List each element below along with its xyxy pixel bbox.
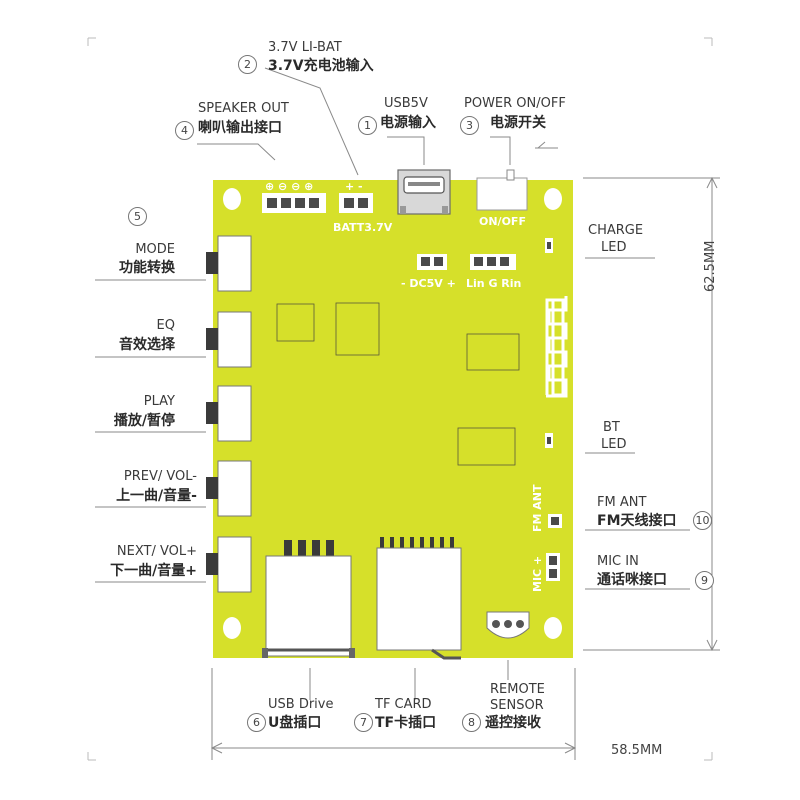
tf-card-slot <box>376 537 462 660</box>
line-in-header <box>470 254 516 270</box>
usb5v-label-cn: 电源输入 <box>380 115 436 131</box>
batt-polarity-text: + - <box>345 180 363 193</box>
mic-in-label-en: MIC IN <box>597 554 639 569</box>
leader-lines <box>95 67 690 700</box>
fm-ant-label-en: FM ANT <box>597 495 647 510</box>
fm-ant-silk-text: FM ANT <box>531 484 544 532</box>
bt-antenna-meander <box>546 296 568 398</box>
charge-led-label-en: CHARGE <box>588 223 644 238</box>
callout-number-4: 4 <box>175 121 194 140</box>
power-switch <box>476 169 528 211</box>
batt-label-cn: 3.7V充电池输入 <box>268 58 374 74</box>
play-label-en: PLAY <box>143 394 175 409</box>
bt-led-label-en: BT <box>603 420 620 435</box>
mode-label-en: MODE <box>135 242 175 257</box>
usb-a-port <box>262 540 355 658</box>
mic-silk-text: MIC + <box>531 556 544 592</box>
mic-in-label-cn: 通话咪接口 <box>597 572 667 588</box>
next-label-en: NEXT/ VOL+ <box>116 544 197 559</box>
dc5v-header <box>417 254 447 270</box>
micro-usb-port <box>397 169 451 215</box>
callout-number-8: 8 <box>462 713 481 732</box>
callout-number-5: 5 <box>128 207 147 226</box>
height-dimension-text: 62.5MM <box>703 241 718 292</box>
dc5v-label-text: - DC5V + <box>401 277 456 290</box>
eq-label-en: EQ <box>156 318 175 333</box>
usb-drive-label-cn: U盘插口 <box>268 715 322 731</box>
corner-marks <box>87 37 713 761</box>
switch-label-text: ON/OFF <box>479 215 526 228</box>
callout-number-7: 7 <box>354 713 373 732</box>
width-dimension-text: 58.5MM <box>611 743 662 758</box>
next-label-cn: 下一曲/音量+ <box>110 563 197 579</box>
ir-receiver <box>486 611 530 639</box>
mounting-holes <box>223 188 562 639</box>
batt-label-text: BATT3.7V <box>333 221 393 234</box>
batt-label-en: 3.7V LI-BAT <box>268 40 342 55</box>
speaker-label-en: SPEAKER OUT <box>198 101 289 116</box>
tf-card-label-cn: TF卡插口 <box>375 715 437 731</box>
usb-drive-label-en: USB Drive <box>268 697 334 712</box>
tf-card-label-en: TF CARD <box>375 697 432 712</box>
ic-chips <box>276 302 520 466</box>
eq-label-cn: 音效选择 <box>119 337 175 353</box>
dimension-lines <box>210 176 720 760</box>
remote-label-en-1: REMOTE <box>490 682 545 697</box>
usb5v-label-en: USB5V <box>384 96 428 111</box>
callout-number-10: 10 <box>693 511 712 530</box>
callout-number-6: 6 <box>247 713 266 732</box>
callout-number-3: 3 <box>460 116 479 135</box>
speaker-polarity-text: ⊕ ⊖ ⊖ ⊕ <box>265 180 313 193</box>
play-label-cn: 播放/暂停 <box>113 413 175 429</box>
prev-label-en: PREV/ VOL- <box>123 469 197 484</box>
remote-label-cn: 遥控接收 <box>485 715 541 731</box>
prev-label-cn: 上一曲/音量- <box>116 488 197 504</box>
callout-number-2: 2 <box>238 55 257 74</box>
mic-pads <box>546 553 560 581</box>
bt-led-label-led: LED <box>601 437 627 452</box>
mode-label-cn: 功能转换 <box>119 260 175 276</box>
speaker-connector <box>262 193 326 213</box>
charge-led-label-led: LED <box>601 240 627 255</box>
battery-connector <box>339 193 373 213</box>
power-label-en: POWER ON/OFF <box>464 96 566 111</box>
remote-label-en-2: SENSOR <box>490 698 544 713</box>
line-label-text: Lin G Rin <box>466 277 521 290</box>
power-label-cn: 电源开关 <box>490 115 546 131</box>
callout-number-9: 9 <box>695 571 714 590</box>
callout-number-1: 1 <box>358 116 377 135</box>
side-buttons <box>206 235 252 593</box>
fm-ant-label-cn: FM天线接口 <box>597 513 677 529</box>
speaker-label-cn: 喇叭输出接口 <box>198 120 282 136</box>
